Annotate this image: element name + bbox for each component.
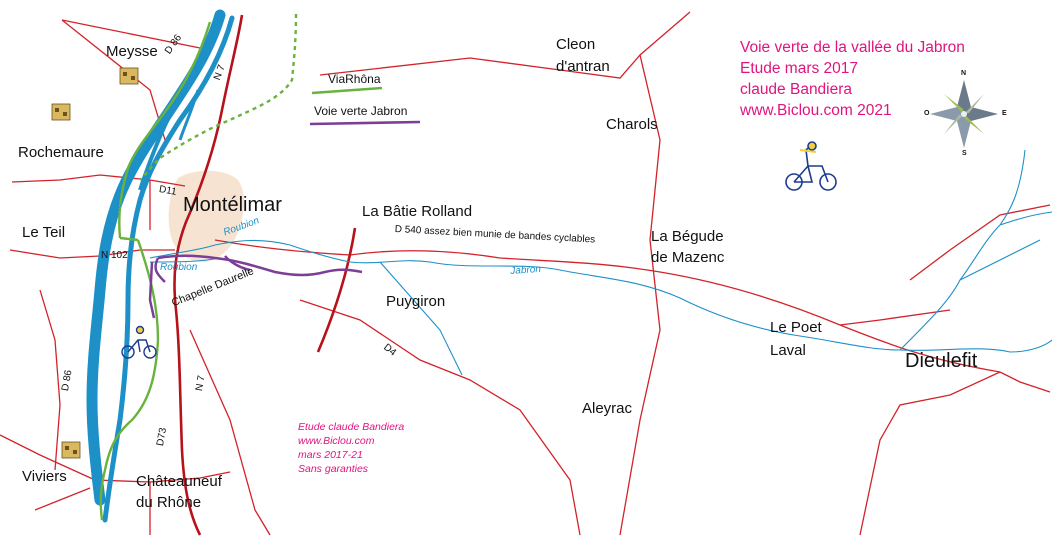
n7-road bbox=[173, 14, 244, 536]
map-website: www.Biclou.com 2021 bbox=[740, 102, 892, 119]
river-jabron-label: Jabron bbox=[510, 263, 542, 277]
legend-viarhona: ViaRhôna bbox=[328, 72, 381, 86]
river-roubion-label-2: Roubion bbox=[160, 262, 198, 273]
town-viviers: Viviers bbox=[22, 468, 67, 485]
town-aleyrac: Aleyrac bbox=[582, 400, 633, 417]
viarhona-route bbox=[99, 21, 212, 521]
map-author: claude Bandiera bbox=[740, 81, 853, 98]
town-chateauneuf-line2: du Rhône bbox=[136, 494, 202, 511]
map-title-block: Voie verte de la vallée du Jabron Etude … bbox=[740, 37, 965, 121]
castle-icon bbox=[51, 103, 71, 121]
credit-line-4: Sans garanties bbox=[298, 463, 369, 475]
compass-o: O bbox=[924, 110, 930, 117]
credit-line-1: Etude claude Bandiera bbox=[298, 421, 405, 433]
small-rivers bbox=[149, 149, 1052, 376]
castle-icon bbox=[119, 67, 139, 85]
town-le-poet-line2: Laval bbox=[770, 342, 806, 359]
town-le-teil: Le Teil bbox=[22, 224, 66, 241]
town-batie-rolland: La Bâtie Rolland bbox=[362, 203, 473, 220]
compass-rose-icon bbox=[930, 80, 998, 148]
town-begude-line1: La Bégude bbox=[651, 228, 724, 245]
town-begude-line2: de Mazenc bbox=[651, 249, 725, 266]
map-subtitle-date: Etude mars 2017 bbox=[740, 60, 859, 77]
viarhona-planned bbox=[139, 13, 298, 181]
town-montelimar: Montélimar bbox=[183, 194, 282, 216]
town-cleon-line2: d'antran bbox=[556, 58, 610, 75]
compass-n: N bbox=[961, 70, 967, 77]
town-chateauneuf-line1: Châteauneuf bbox=[136, 473, 222, 490]
chapelle-link bbox=[148, 261, 156, 319]
legend-line-viarhona bbox=[311, 86, 383, 95]
montelimar-urban-area bbox=[168, 170, 245, 262]
castle-icon bbox=[61, 441, 81, 459]
rhone-river bbox=[86, 9, 235, 523]
credit-line-3: mars 2017-21 bbox=[298, 449, 363, 461]
legend-jabron-greenway: Voie verte Jabron bbox=[314, 104, 408, 118]
town-rochemaure: Rochemaure bbox=[18, 144, 104, 161]
compass-e: E bbox=[1002, 110, 1007, 117]
map-title: Voie verte de la vallée du Jabron bbox=[740, 39, 965, 56]
town-charols: Charols bbox=[606, 116, 658, 133]
town-puygiron: Puygiron bbox=[386, 293, 446, 310]
batie-road bbox=[316, 227, 357, 353]
credit-line-2: www.Biclou.com bbox=[298, 435, 375, 447]
town-meysse: Meysse bbox=[106, 43, 158, 60]
road-n102: N 102 bbox=[101, 250, 128, 261]
town-dieulefit: Dieulefit bbox=[905, 350, 978, 372]
town-le-poet-line1: Le Poet bbox=[770, 319, 822, 336]
town-cleon-line1: Cleon bbox=[556, 36, 596, 53]
compass-s: S bbox=[962, 150, 967, 157]
cyclist-icon bbox=[121, 325, 157, 359]
road-network bbox=[0, 11, 1051, 536]
cyclist-icon bbox=[785, 141, 837, 191]
legend-line-jabron bbox=[309, 120, 421, 126]
jabron-greenway-route bbox=[154, 254, 363, 283]
credit-block: Etude claude Bandiera www.Biclou.com mar… bbox=[298, 420, 404, 476]
